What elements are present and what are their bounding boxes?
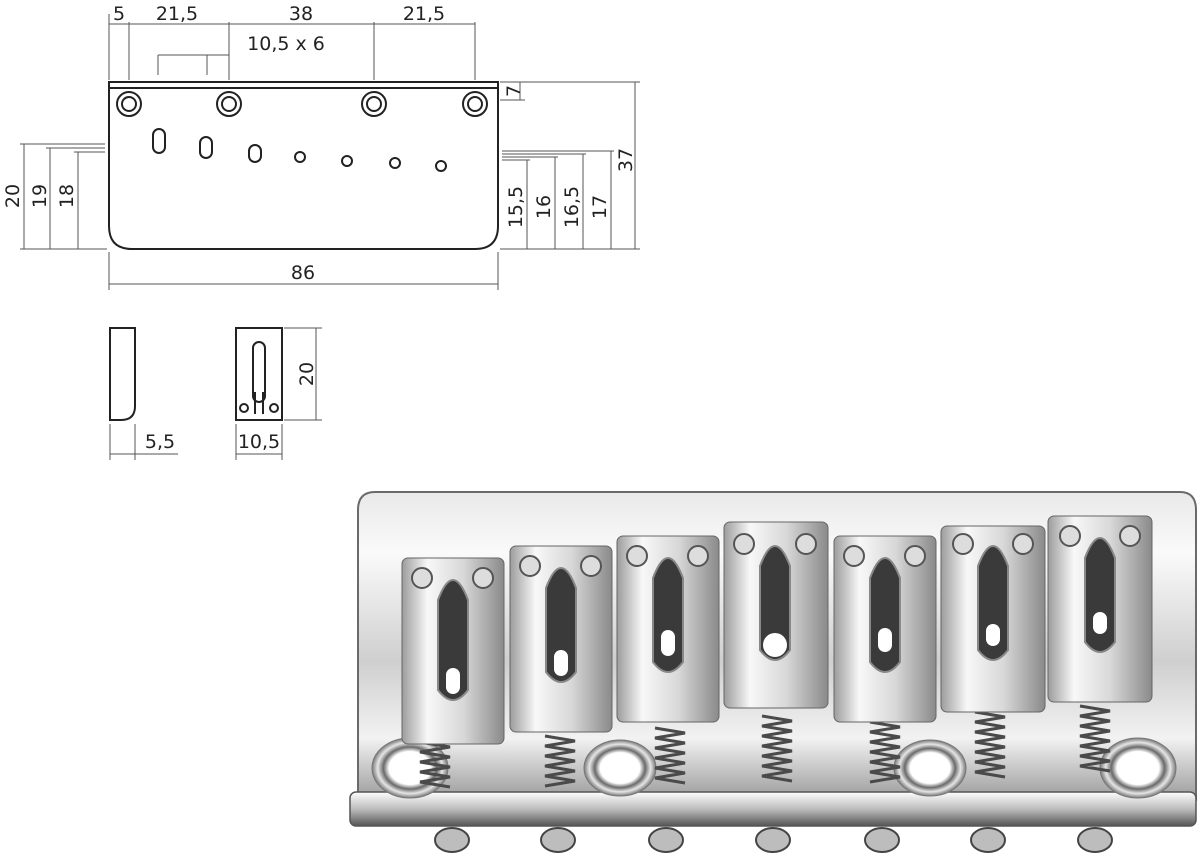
saddle	[723, 521, 829, 709]
bridge-front-lip	[349, 791, 1197, 827]
left-dimension-lines	[20, 143, 107, 250]
dim-top-3: 38	[289, 3, 313, 25]
saddle	[1047, 515, 1153, 703]
dim-left-1: 20	[2, 184, 24, 208]
mounting-holes	[116, 91, 488, 117]
right-dimension-lines	[500, 81, 640, 250]
dim-height: 37	[615, 148, 637, 172]
dim-saddle-height: 20	[296, 362, 318, 386]
dim-saddle-width: 10,5	[238, 431, 280, 453]
dim-top-4: 21,5	[403, 3, 445, 25]
dim-right-4: 17	[589, 195, 611, 219]
dim-slot-spacing: 10,5 x 6	[247, 33, 325, 55]
dim-right-3: 16,5	[561, 186, 583, 228]
dim-left-2: 19	[29, 184, 51, 208]
dim-top-1: 5	[113, 3, 125, 25]
bridge-saddles	[401, 515, 1153, 745]
plate-outline	[108, 81, 499, 250]
width-dimension-lines	[108, 252, 499, 290]
saddle-front-view: 10,5 20	[235, 327, 322, 460]
dim-width: 86	[291, 262, 315, 284]
dim-left-3: 18	[56, 184, 78, 208]
saddle-side-view: 5,5	[109, 327, 178, 460]
dim-top-2: 21,5	[156, 3, 198, 25]
saddle	[401, 557, 505, 745]
dim-right-1: 15,5	[505, 186, 527, 228]
top-view-drawing: 5 21,5 38 21,5 10,5 x 6 86 20 19 18	[2, 3, 640, 290]
saddle	[940, 525, 1046, 713]
dim-right-2: 16	[533, 195, 555, 219]
saddle	[616, 535, 720, 723]
saddle	[509, 545, 613, 733]
saddle	[833, 535, 937, 723]
bridge-render	[349, 491, 1197, 853]
dim-saddle-thickness: 5,5	[145, 431, 175, 453]
top-dimension-lines	[108, 14, 476, 80]
intonation-springs	[419, 704, 1111, 789]
string-slots	[152, 128, 447, 172]
dim-edge: 7	[503, 85, 525, 97]
intonation-screw-heads	[434, 827, 1113, 853]
